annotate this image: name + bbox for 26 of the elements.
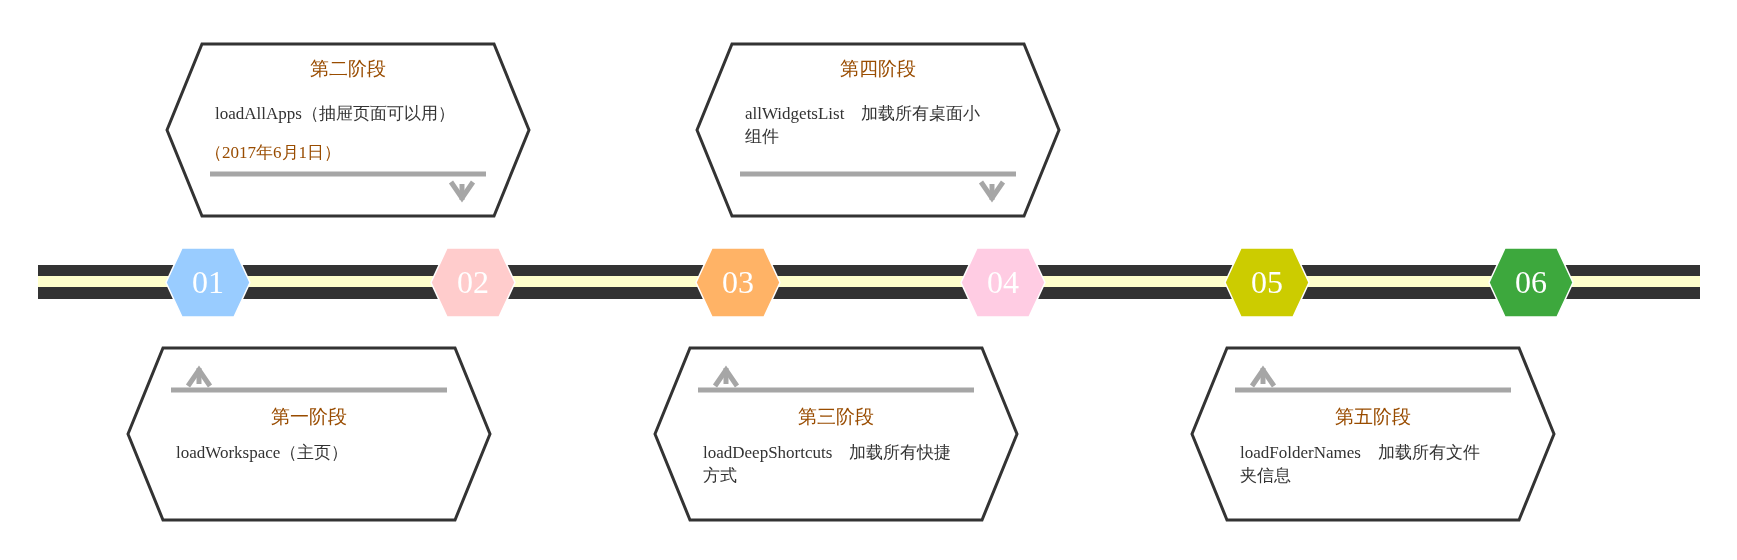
- stage-description: loadDeepShortcuts 加载所有快捷方式: [703, 442, 953, 487]
- stage-box: [653, 346, 1019, 522]
- stage-description: loadAllApps（抽屉页面可以用）: [215, 103, 456, 125]
- step-hexagon: [1224, 246, 1310, 318]
- step-number: 03: [721, 262, 755, 302]
- stage-description: loadFolderNames 加载所有文件夹信息: [1240, 442, 1481, 487]
- stage-box: [126, 346, 492, 522]
- date-label: （2017年6月1日）: [205, 142, 341, 164]
- stage-description: allWidgetsList 加载所有桌面小组件: [745, 103, 982, 148]
- stage-title: 第三阶段: [797, 406, 875, 428]
- step-hexagon: [430, 246, 516, 318]
- step-number: 01: [191, 262, 225, 302]
- step-hexagon: [695, 246, 781, 318]
- stage-title: 第五阶段: [1334, 406, 1412, 428]
- stage-box: [165, 42, 531, 218]
- stage-title: 第一阶段: [270, 406, 348, 428]
- step-hexagon: [960, 246, 1046, 318]
- step-number: 06: [1514, 262, 1548, 302]
- stage-description: loadWorkspace（主页）: [176, 442, 350, 464]
- stage-title: 第二阶段: [309, 58, 387, 80]
- step-hexagon: [165, 246, 251, 318]
- stage-title: 第四阶段: [839, 58, 917, 80]
- stage-box: [695, 42, 1061, 218]
- step-hexagon: [1488, 246, 1574, 318]
- step-number: 05: [1250, 262, 1284, 302]
- stage-box: [1190, 346, 1556, 522]
